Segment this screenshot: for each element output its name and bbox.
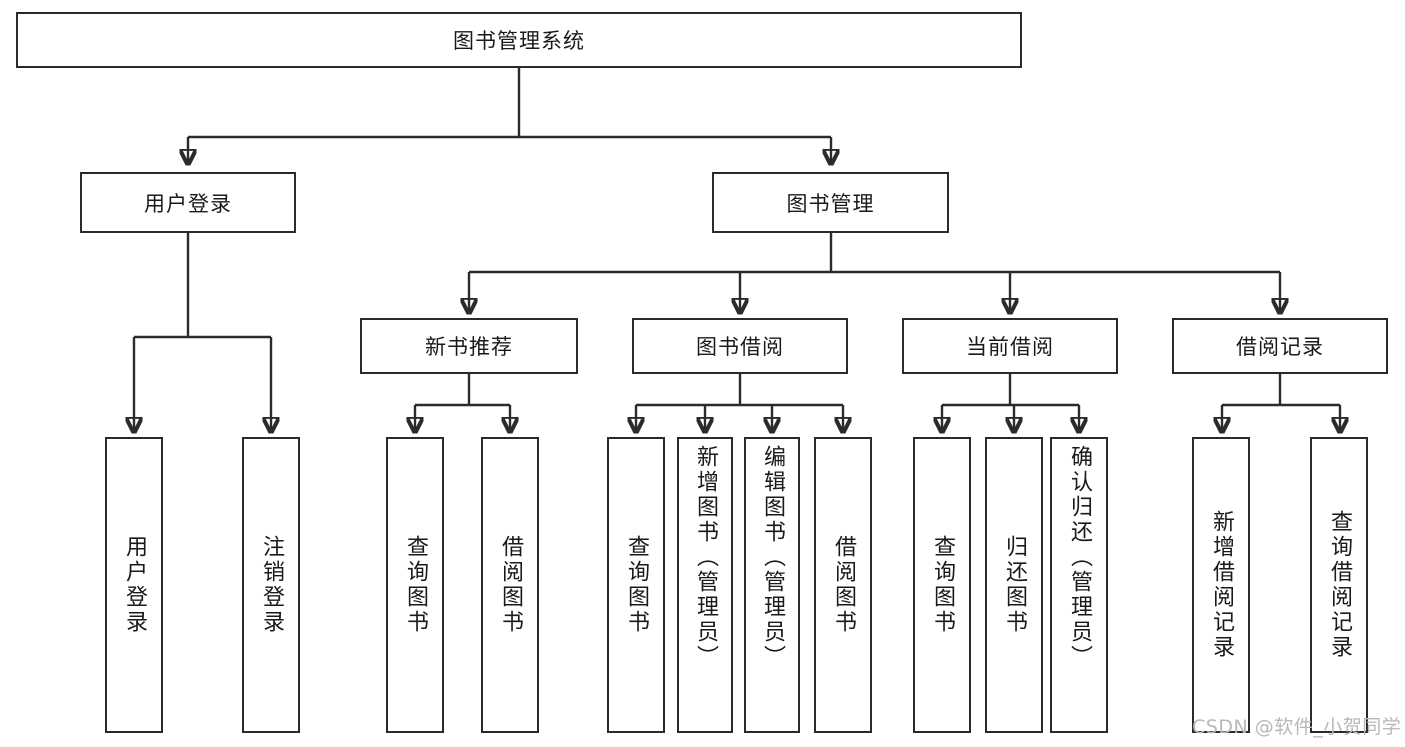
- node-borrow-record[interactable]: 借阅记录: [1172, 318, 1388, 374]
- leaf-return-book[interactable]: 归还图书: [985, 437, 1043, 733]
- leaf-confirm-return-admin[interactable]: 确认归还（管理员）: [1050, 437, 1108, 733]
- watermark-text: CSDN @软件_小贺同学: [1192, 716, 1402, 738]
- node-book-management[interactable]: 图书管理: [712, 172, 949, 233]
- leaf-edit-book-admin[interactable]: 编辑图书（管理员）: [744, 437, 800, 733]
- leaf-query-book-new[interactable]: 查询图书: [386, 437, 444, 733]
- leaf-query-book-borrow[interactable]: 查询图书: [607, 437, 665, 733]
- node-book-borrow[interactable]: 图书借阅: [632, 318, 848, 374]
- node-user-login[interactable]: 用户登录: [80, 172, 296, 233]
- leaf-logout-login[interactable]: 注销登录: [242, 437, 300, 733]
- leaf-add-borrow-record[interactable]: 新增借阅记录: [1192, 437, 1250, 733]
- leaf-add-book-admin[interactable]: 新增图书（管理员）: [677, 437, 733, 733]
- node-root-system[interactable]: 图书管理系统: [16, 12, 1022, 68]
- leaf-user-login[interactable]: 用户登录: [105, 437, 163, 733]
- leaf-borrow-book-new[interactable]: 借阅图书: [481, 437, 539, 733]
- leaf-borrow-book[interactable]: 借阅图书: [814, 437, 872, 733]
- leaf-query-borrow-record[interactable]: 查询借阅记录: [1310, 437, 1368, 733]
- node-new-book-recommend[interactable]: 新书推荐: [360, 318, 578, 374]
- leaf-query-book-current[interactable]: 查询图书: [913, 437, 971, 733]
- node-current-borrow[interactable]: 当前借阅: [902, 318, 1118, 374]
